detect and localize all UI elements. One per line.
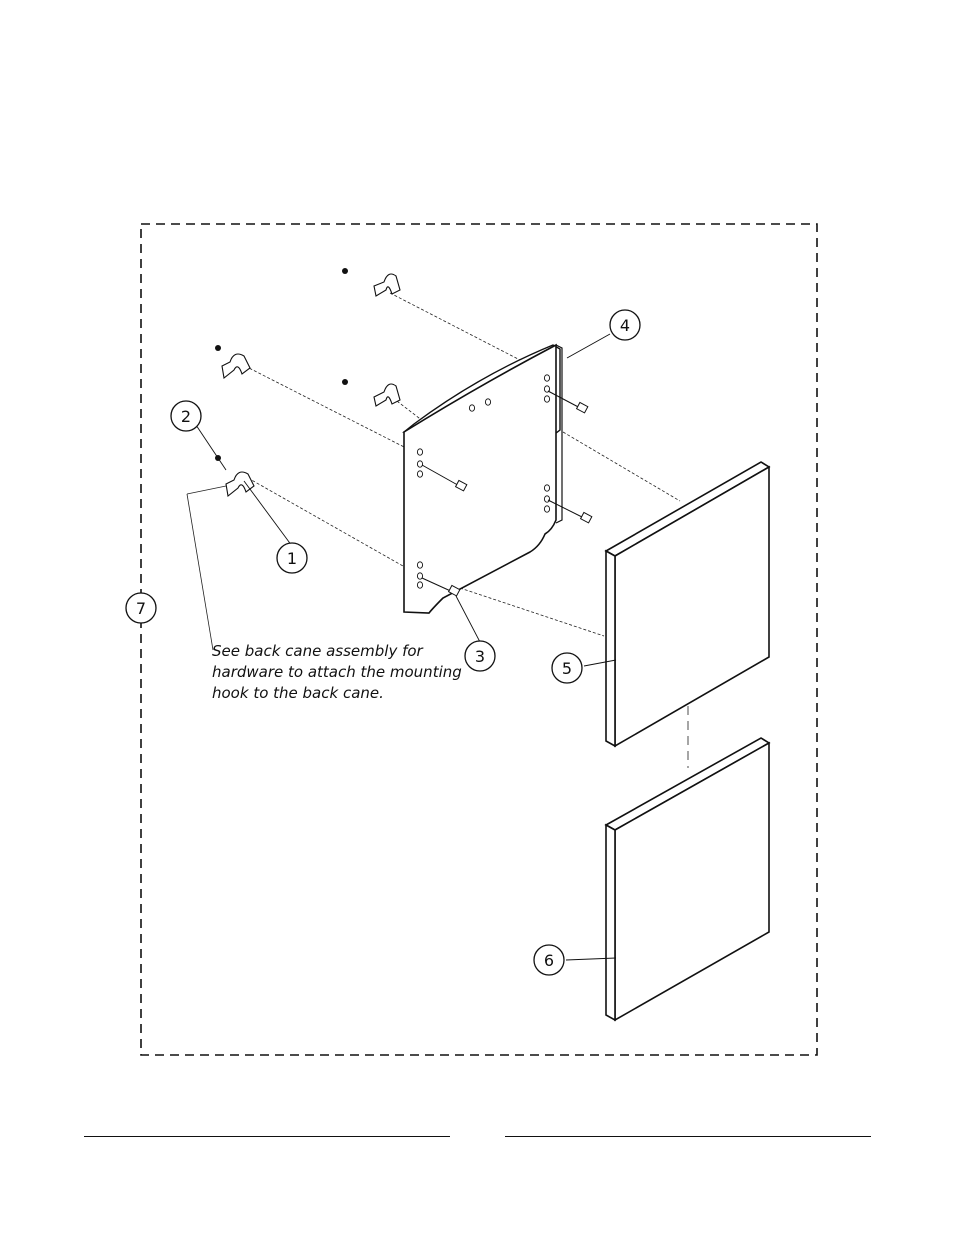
footer-rule-right [505, 1136, 871, 1137]
callout-5: 5 [551, 652, 583, 684]
note-line-3: hook to the back cane. [212, 684, 384, 702]
callout-1: 1 [276, 542, 308, 574]
back-foam-pad [604, 461, 771, 748]
note-line-1: See back cane assembly for [212, 642, 424, 660]
callout-5-label: 5 [562, 659, 572, 678]
callout-6: 6 [533, 944, 565, 976]
callout-1-label: 1 [287, 549, 297, 568]
callout-6-label: 6 [544, 951, 554, 970]
callout-leaders [195, 333, 617, 961]
callout-2: 2 [170, 400, 202, 432]
callout-3-label: 3 [475, 647, 485, 666]
callout-2-label: 2 [181, 407, 191, 426]
callout-4: 4 [609, 309, 641, 341]
back-cushion [604, 737, 771, 1022]
mounting-hooks [221, 273, 401, 498]
note-line-2: hardware to attach the mounting [212, 663, 462, 681]
callout-4-label: 4 [620, 316, 630, 335]
callout-7-label: 7 [136, 599, 146, 618]
footer-rule-left [84, 1136, 450, 1137]
assembly-boundary [140, 223, 818, 1056]
back-panel [402, 343, 563, 614]
callout-7: 7 [125, 592, 157, 624]
callout-3: 3 [464, 640, 496, 672]
assembly-note: See back cane assembly for hardware to a… [212, 642, 462, 702]
screws [421, 390, 593, 597]
